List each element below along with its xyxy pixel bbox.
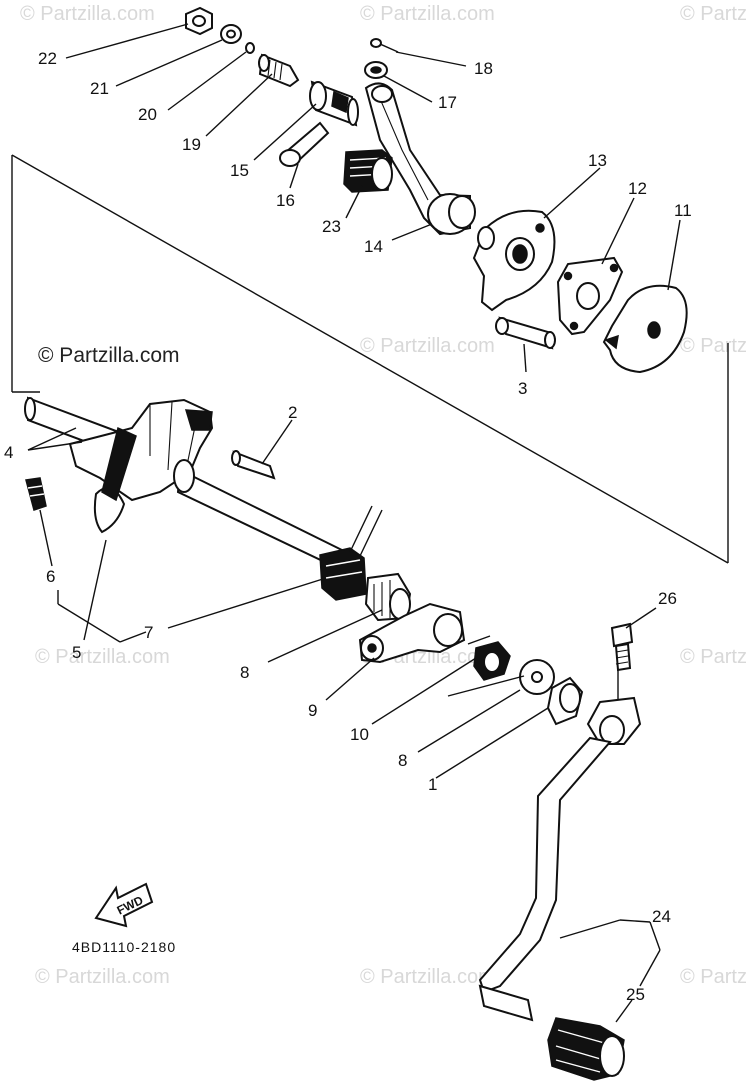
part-16-pin [279,121,330,167]
part-7-shift-shaft [24,396,412,622]
part-23-spring [343,149,393,193]
watermark-layer: © Partzilla.com © Partzilla.com © Partzi… [20,3,748,988]
watermark-text: © Partzilla.com [35,646,170,668]
part-25-pedal-rubber [547,1017,625,1081]
callout-9: 9 [308,701,317,720]
part-14-link-arm [364,82,476,236]
callout-14: 14 [364,237,383,256]
watermark-text: © Partzilla.com [360,966,495,988]
callout-20: 20 [138,105,157,124]
part-3-pin-bolt [495,316,556,350]
callout-17: 17 [438,93,457,112]
callout-19: 19 [182,135,201,154]
watermark-text: © Partzilla.com [360,335,495,357]
callout-5: 5 [72,643,81,662]
callout-labels: 22 21 20 19 15 16 23 14 18 17 13 12 11 3… [4,49,692,1004]
callout-10: 10 [350,725,369,744]
assembly-frame-top [11,154,729,564]
part-12-bracket-plate [556,256,624,336]
part-4-shift-arm [68,398,214,534]
callout-23: 23 [322,217,341,236]
callout-11: 11 [674,201,692,220]
callout-21: 21 [90,79,109,98]
part-11-segment [602,284,688,374]
callout-13: 13 [588,151,607,170]
watermark-text: © Partzilla.com [20,3,155,25]
callout-26: 26 [658,589,677,608]
part-18-cotter-pin [370,38,399,53]
part-15-joint [309,80,359,127]
leader-lines [27,23,681,1023]
callout-1: 1 [428,775,437,794]
part-6-spring [25,477,47,511]
watermark-text: © Partzilla.com [680,646,748,668]
part-19-bolt [258,53,300,88]
callout-8-lower: 8 [398,751,407,770]
watermark-main: © Partzilla.com [38,344,180,367]
part-26-bolt [610,622,634,672]
callout-3: 3 [518,379,527,398]
callout-16: 16 [276,191,295,210]
callout-25: 25 [626,985,645,1004]
part-2-pin [231,450,276,480]
wire-spring [349,505,383,557]
part-13-lever-plate [472,209,556,312]
part-8-washer [519,659,555,695]
watermark-text: © Partzilla.com [680,335,748,357]
watermark-text: © Partzilla.com [680,966,748,988]
callout-15: 15 [230,161,249,180]
part-21-washer [220,24,242,44]
part-24-shift-pedal [478,696,642,1022]
callout-12: 12 [628,179,647,198]
watermark-text: © Partzilla.com [680,3,748,25]
callout-24: 24 [652,907,671,926]
part-10-spring [467,635,511,681]
callout-7: 7 [144,623,153,642]
part-17-washer [364,61,388,79]
callout-18: 18 [474,59,493,78]
watermark-text: © Partzilla.com [35,966,170,988]
part-22-nut [185,6,213,36]
callout-6: 6 [46,567,55,586]
part-20-washer [245,42,255,54]
callout-8: 8 [240,663,249,682]
diagram-code: 4BD1110-2180 [72,939,176,955]
fwd-arrow-icon: FWD [94,882,154,928]
callout-2: 2 [288,403,297,422]
callout-4: 4 [4,443,13,462]
callout-22: 22 [38,49,57,68]
watermark-text: © Partzilla.com [360,3,495,25]
